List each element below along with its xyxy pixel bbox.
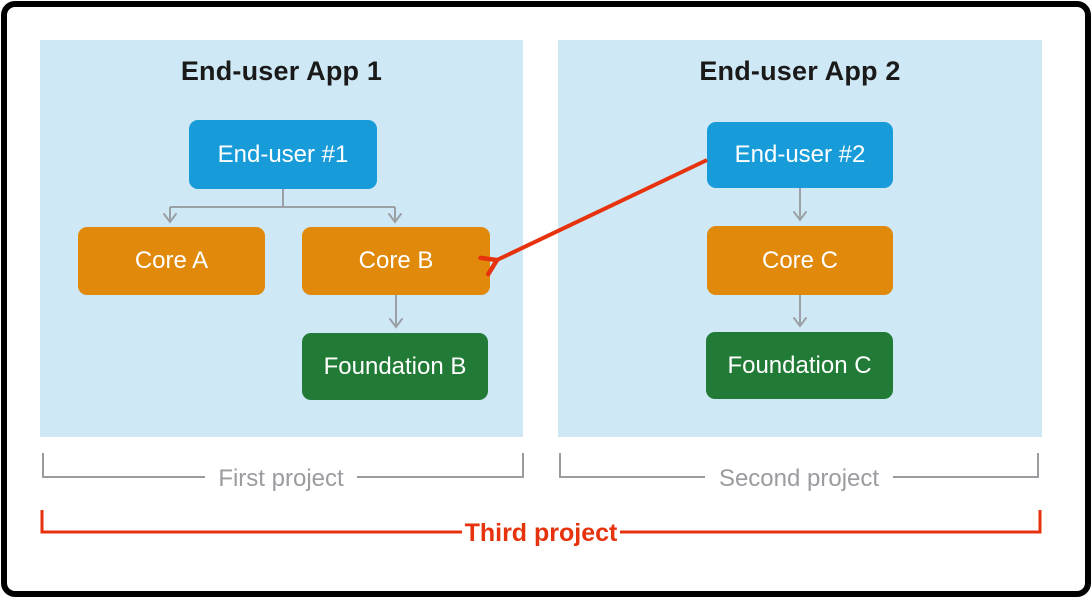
node-core-c: Core C <box>707 226 893 295</box>
panel-app2-title: End-user App 2 <box>699 56 901 86</box>
second-project-label: Second project <box>718 465 880 492</box>
node-end-user-2: End-user #2 <box>707 122 893 188</box>
third-project-label: Third project <box>464 519 618 547</box>
node-foundation-c: Foundation C <box>706 332 893 399</box>
node-core-b: Core B <box>302 227 490 295</box>
panel-app1-title: End-user App 1 <box>180 56 383 86</box>
node-core-a: Core A <box>78 227 265 295</box>
first-project-label: First project <box>218 465 344 492</box>
node-end-user-1: End-user #1 <box>189 120 377 189</box>
node-foundation-b: Foundation B <box>302 333 488 400</box>
